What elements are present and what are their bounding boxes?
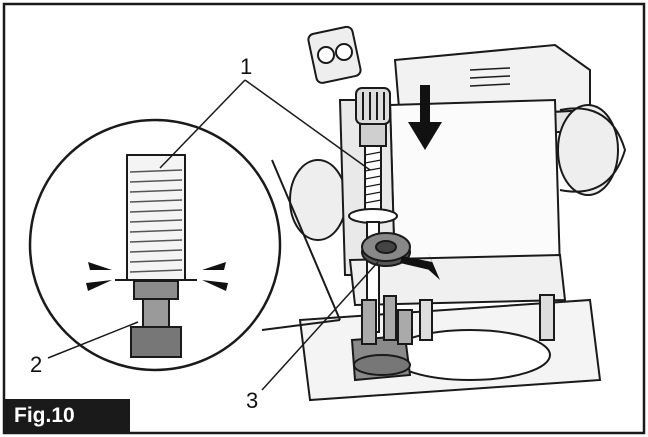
callout-1: 1 [240, 54, 252, 79]
stopper-pole [348, 87, 398, 333]
callout-2: 2 [30, 352, 42, 377]
figure-label: Fig.10 [4, 399, 130, 433]
stopper-plate [307, 25, 362, 84]
magnified-inset [28, 118, 341, 372]
router-body [289, 43, 627, 402]
adjusting-nut [361, 232, 411, 267]
down-arrow-icon [408, 85, 442, 150]
body-vents [469, 67, 511, 87]
push-arrow-icon [400, 252, 440, 280]
stopper-block [350, 295, 413, 382]
callout-3: 3 [246, 388, 258, 413]
leader-lines [47, 79, 379, 391]
contact-marks-icon [86, 262, 228, 291]
